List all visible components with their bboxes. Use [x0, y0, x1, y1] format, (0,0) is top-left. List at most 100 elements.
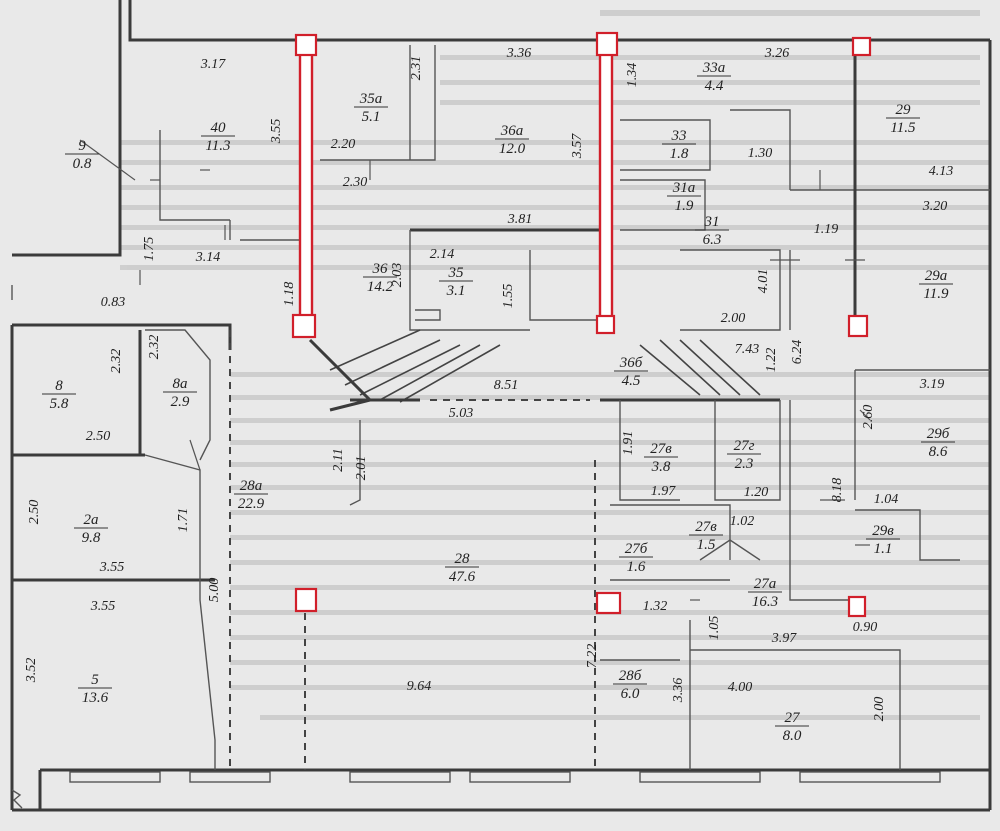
room-area: 1.8 — [670, 146, 689, 162]
room-number: 35 — [448, 265, 465, 281]
room-area: 3.1 — [446, 283, 466, 299]
marker — [847, 314, 869, 338]
room-number: 29б — [927, 426, 950, 442]
room-number: 27б — [625, 541, 648, 557]
room-number: 27в — [650, 441, 672, 457]
dimension-label: 3.55 — [99, 560, 125, 575]
dimension-label: 5.03 — [449, 406, 474, 421]
dimension-label: 3.26 — [764, 46, 790, 61]
room-number: 9 — [78, 138, 86, 154]
marker — [294, 33, 318, 57]
room-area: 6.3 — [703, 232, 722, 248]
room-area: 1.9 — [675, 198, 694, 214]
room-area: 4.5 — [622, 373, 641, 389]
dimension-label: 1.32 — [643, 599, 668, 614]
dimension-label: 1.05 — [707, 616, 722, 641]
room-number: 36а — [500, 123, 524, 139]
dimension-label: 3.81 — [507, 212, 533, 227]
structural-markers — [291, 31, 872, 618]
dimension-label: 1.75 — [142, 237, 157, 262]
dimension-label: 3.97 — [771, 631, 798, 646]
dimension-label: 1.91 — [621, 431, 636, 456]
room-number: 31а — [672, 180, 696, 196]
room-label: 513.6 — [78, 672, 112, 706]
dimension-label: 1.04 — [874, 492, 899, 507]
room-number: 2а — [84, 512, 99, 528]
marker — [851, 36, 872, 57]
marker — [847, 595, 867, 618]
dimension-label: 2.50 — [86, 429, 111, 444]
room-area: 2.3 — [735, 456, 754, 472]
room-area: 5.1 — [362, 109, 381, 125]
dimension-label: 2.01 — [354, 456, 369, 481]
dimension-label: 4.13 — [929, 164, 954, 179]
room-number: 8 — [55, 378, 63, 394]
room-area: 3.8 — [651, 459, 671, 475]
room-area: 11.5 — [890, 120, 916, 136]
dimension-label: 2.50 — [27, 500, 42, 525]
dimension-label: 2.00 — [721, 311, 746, 326]
dimension-label: 7.43 — [735, 342, 760, 357]
room-area: 12.0 — [499, 141, 526, 157]
dimension-label: 7.22 — [585, 644, 600, 669]
dimension-label: 3.14 — [195, 250, 221, 265]
room-number: 27 — [785, 710, 802, 726]
room-number: 29в — [872, 523, 894, 539]
dimension-label: 1.55 — [501, 284, 516, 309]
room-label: 278.0 — [775, 710, 809, 744]
column-left — [298, 38, 314, 332]
room-number: 36 — [372, 261, 389, 277]
room-labels: 4011.390.835а5.136а12.033а4.42911.5331.8… — [42, 60, 955, 744]
room-label: 2а9.8 — [74, 512, 108, 546]
room-label: 331.8 — [662, 128, 696, 162]
stair-hatch — [308, 329, 761, 412]
dimension-label: 2.14 — [430, 247, 455, 262]
room-area: 47.6 — [449, 569, 476, 585]
dimension-label: 3.36 — [671, 678, 686, 704]
dimension-label: 0.83 — [101, 295, 126, 310]
dimension-label: 3.52 — [24, 658, 39, 684]
marker — [595, 314, 616, 335]
marker — [291, 313, 317, 339]
room-label: 353.1 — [439, 265, 473, 299]
room-number: 28 — [455, 551, 471, 567]
room-number: 29 — [896, 102, 912, 118]
room-number: 29а — [925, 268, 948, 284]
room-label: 29 11.5 — [886, 102, 920, 136]
dimension-label: 1.18 — [282, 282, 297, 307]
dimension-label: 3.20 — [922, 199, 948, 214]
room-label: 8а2.9 — [163, 376, 197, 410]
room-number: 31 — [704, 214, 720, 230]
dimension-label: 4.00 — [728, 680, 753, 695]
room-area: 16.3 — [752, 594, 778, 610]
dimension-label: 1.20 — [744, 485, 769, 500]
dimension-label: 1.22 — [764, 348, 779, 373]
dimension-ticks — [79, 139, 871, 601]
room-area: 11.9 — [923, 286, 949, 302]
room-number: 35а — [359, 91, 383, 107]
room-label: 28 47.6 — [445, 551, 479, 585]
dimension-label: 1.02 — [730, 514, 755, 529]
room-area: 0.8 — [73, 156, 92, 172]
dimension-label: 6.24 — [790, 340, 805, 365]
room-number: 36б — [619, 355, 643, 371]
room-area: 1.5 — [697, 537, 716, 553]
dimension-label: 1.97 — [651, 484, 677, 499]
room-number: 5 — [91, 672, 99, 688]
dimension-label: 4.01 — [756, 269, 771, 294]
room-area: 11.3 — [205, 138, 230, 154]
room-label: 316.3 — [695, 214, 729, 248]
room-area: 6.0 — [621, 686, 640, 702]
dimension-label: 8.18 — [830, 478, 845, 503]
room-area: 8.0 — [783, 728, 802, 744]
